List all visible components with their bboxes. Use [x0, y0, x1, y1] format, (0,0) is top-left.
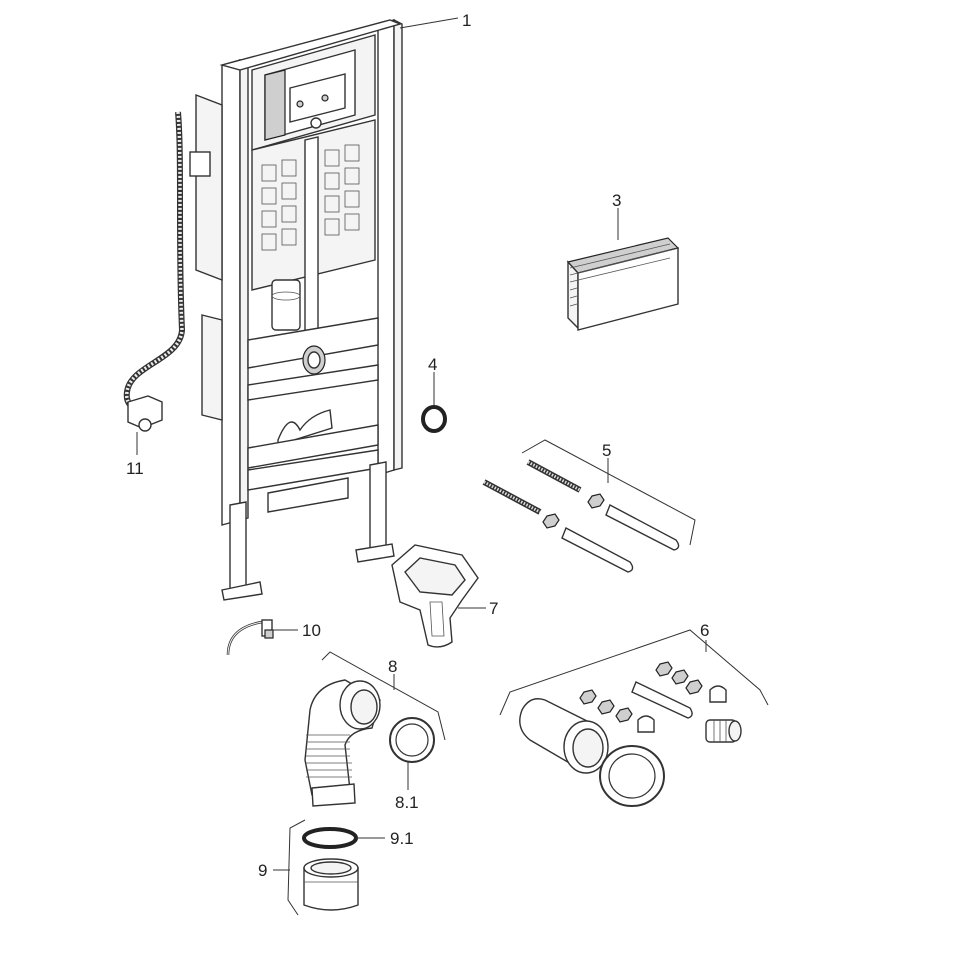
- label-part-10: 10: [302, 621, 321, 640]
- label-part-7: 7: [489, 599, 498, 618]
- part-10-clip: [226, 619, 274, 656]
- part-11-control-cable: [123, 111, 186, 432]
- label-part-3: 3: [612, 191, 621, 210]
- part-5-fixing-rods: [482, 459, 680, 573]
- label-part-8-1: 8.1: [395, 793, 419, 812]
- label-part-9-1: 9.1: [390, 829, 414, 848]
- part-labels: 1 3 4 5 6 7 8 8.1 9 9.1 10 11: [126, 11, 709, 880]
- part-9-pipe-adapter: [303, 858, 359, 911]
- label-part-8: 8: [388, 657, 397, 676]
- part-9-1-ring: [302, 827, 358, 849]
- part-6-connection-set: [519, 661, 742, 807]
- part-8-drain-bend: [304, 679, 381, 807]
- leader-lines: [136, 17, 769, 916]
- part-3-actuator-module: [566, 237, 680, 331]
- label-part-9: 9: [258, 861, 267, 880]
- part-7-pipe-holder: [391, 544, 479, 648]
- label-part-1: 1: [462, 11, 471, 30]
- label-part-6: 6: [700, 621, 709, 640]
- label-part-5: 5: [602, 441, 611, 460]
- part-1-installation-frame: [189, 18, 403, 601]
- part-8-1-seal: [389, 717, 435, 763]
- label-part-11: 11: [126, 459, 144, 478]
- label-part-4: 4: [428, 355, 437, 374]
- part-4-seal-ring: [421, 405, 447, 433]
